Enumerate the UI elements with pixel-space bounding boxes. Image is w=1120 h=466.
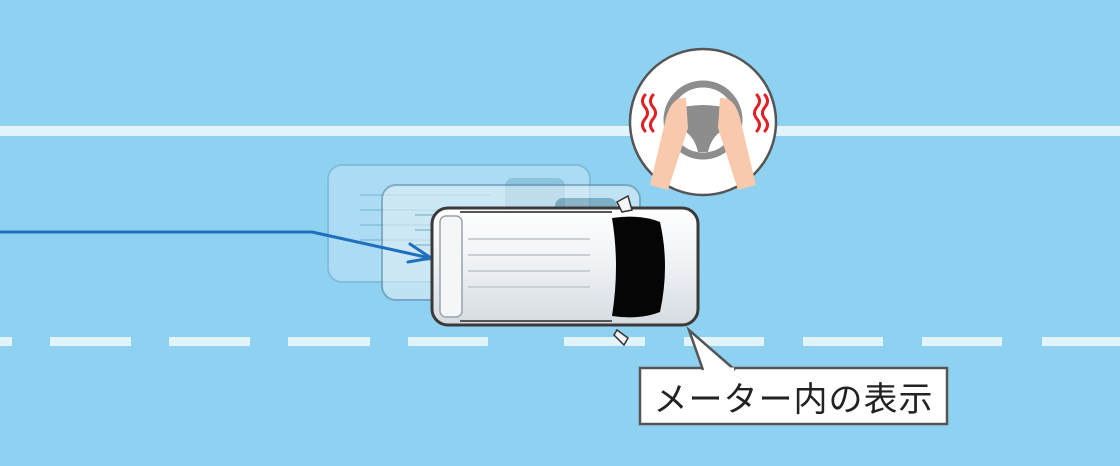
meter-display-label: メーター内の表示 xyxy=(653,379,934,420)
solid-lane-line xyxy=(0,126,1120,136)
dashed-lane-line xyxy=(0,337,1120,346)
main-car xyxy=(430,194,700,347)
callout-bubble xyxy=(638,325,949,426)
steering-wheel-vibration-icon xyxy=(628,47,778,197)
